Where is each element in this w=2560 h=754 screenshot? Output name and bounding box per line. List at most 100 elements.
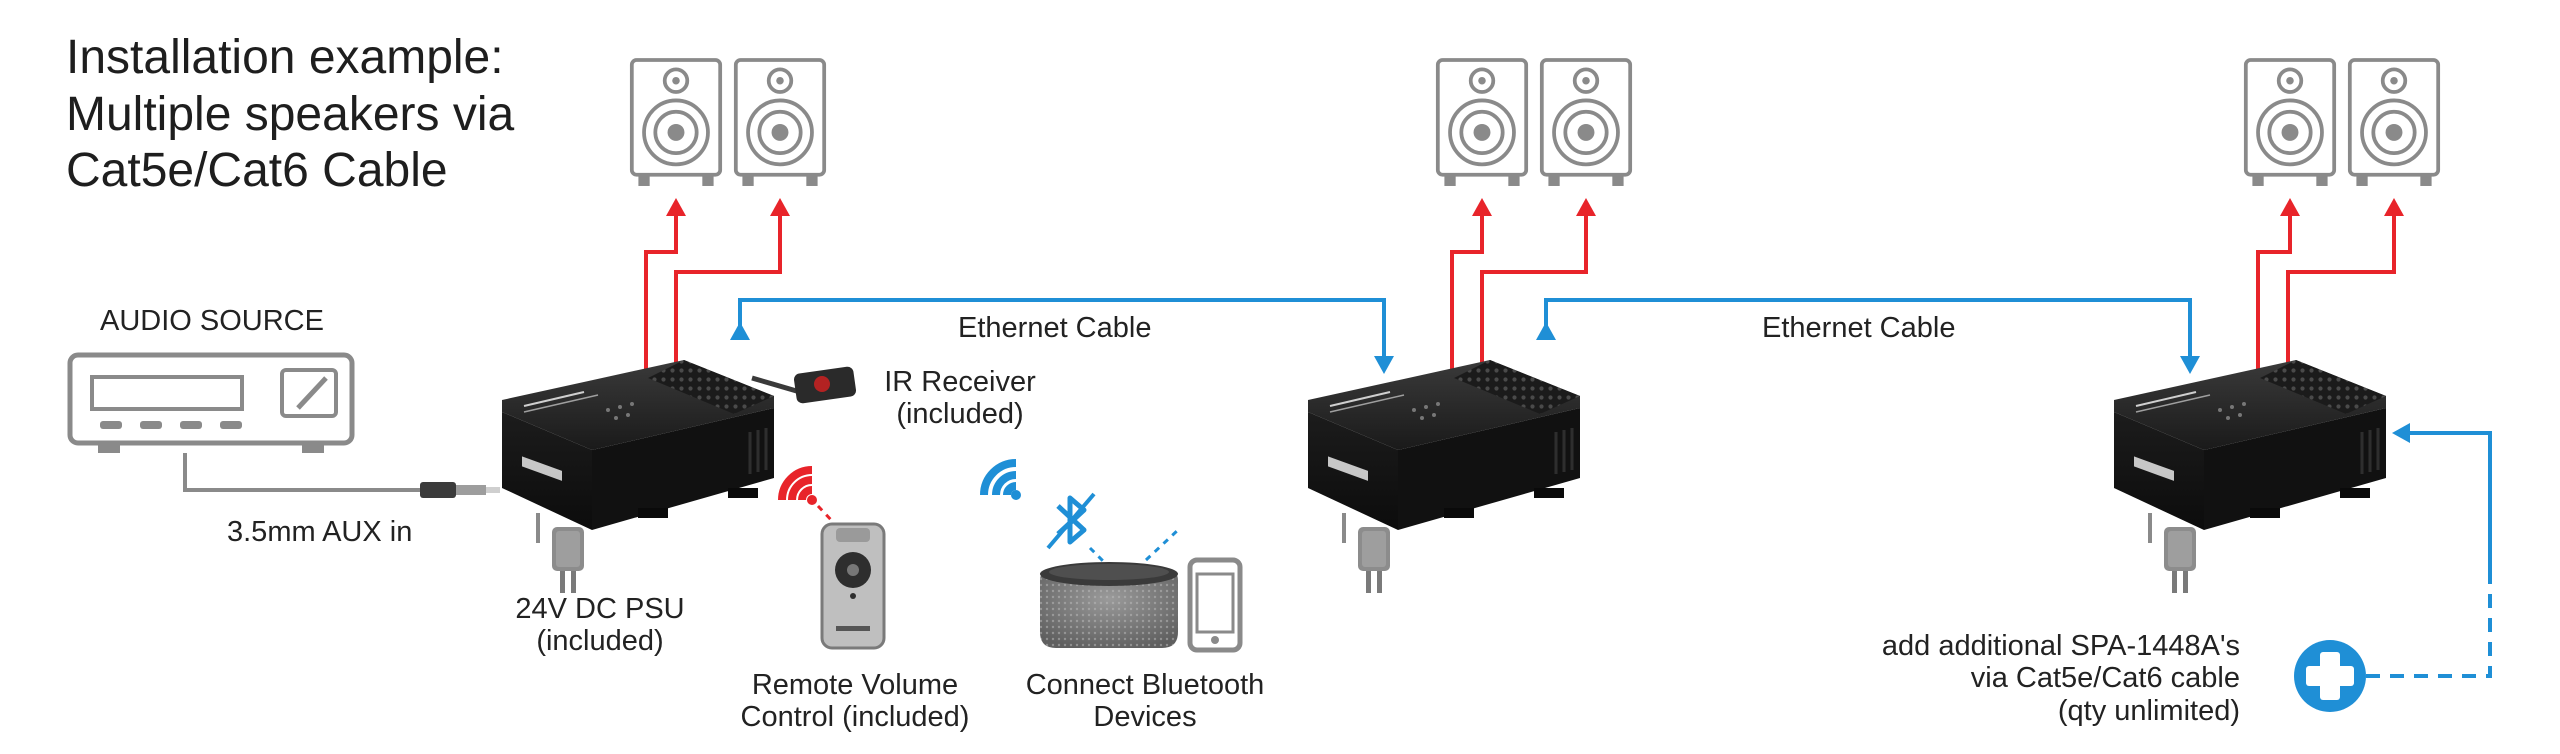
audio-source-knob [296,376,328,410]
speaker-wire [1480,210,1588,370]
remote-brand-mark [836,626,870,631]
speaker-wire [1450,210,1484,370]
wireless-dot [1011,490,1021,500]
smart-speaker-icon [1040,562,1178,648]
remote-dpad-center [847,564,859,576]
bluetooth-wireless-icon [980,459,1021,500]
audio-source-button [100,421,122,429]
power-adapter-icon [2148,513,2198,595]
audio-source-foot [302,443,324,453]
aux-plug-tip [486,487,500,493]
wireless-dot [807,495,817,505]
add-units-label: add additional SPA-1448A's via Cat5e/Cat… [1810,630,2240,727]
speaker-wire [644,210,678,370]
speaker-pair-3 [2243,58,2441,188]
speaker-wire-arrow [770,198,790,216]
speaker-pair-2 [1435,58,1633,188]
ethernet-cables [730,298,2492,678]
speaker-icon [1435,58,1529,188]
audio-source-icon [67,352,355,453]
title-line-1: Installation example: [66,31,504,84]
wireless-arc [788,476,813,501]
ir-label-line-1: IR Receiver [884,366,1036,398]
speaker-wire-arrow [666,198,686,216]
psu-label-line-1: 24V DC PSU [515,593,685,625]
remote-label-line-2: Control (included) [740,701,970,734]
wireless-arc [1003,482,1017,496]
ethernet-cable-label-2: Ethernet Cable [1762,312,1956,344]
wireless-arc [778,466,813,501]
audio-source-button [140,421,162,429]
aux-cable-line [183,453,420,492]
remote-label-line-1: Remote Volume [751,669,959,701]
bluetooth-devices-label: Connect Bluetooth Devices [1010,669,1280,734]
audio-source-button [220,421,242,429]
smart-speaker-top-inner [1049,564,1169,580]
ir-receiver-icon [751,366,857,404]
smart-speaker-fabric [1040,572,1178,648]
speaker-wire [2286,210,2396,370]
ethernet-cable-2 [1544,298,2192,356]
power-adapter-icon [536,513,586,595]
phone-body [1187,557,1243,653]
aux-plug-body [420,482,456,498]
wireless-arc [798,486,813,501]
audio-source-button [180,421,202,429]
smartphone-icon [1187,557,1243,653]
bluetooth-strike [1046,492,1096,550]
ir-label-line-2: (included) [896,398,1024,431]
ethernet-arrow-down [2180,356,2200,374]
psu-label: 24V DC PSU (included) [510,593,690,658]
speaker-wire-arrow [2384,198,2404,216]
add-label-line-2: via Cat5e/Cat6 cable [1970,662,2240,695]
amplifier-unit-2 [1306,358,1582,595]
speaker-wire-arrow [1576,198,1596,216]
speaker-wire [2256,210,2292,370]
aux-in-label: 3.5mm AUX in [227,516,413,548]
ethernet-cable-label-1: Ethernet Cable [958,312,1152,344]
amplifier-icon [2112,358,2388,532]
ethernet-arrow-up [730,322,750,340]
ethernet-arrow-left [2392,423,2410,443]
ethernet-cable-3 [2404,431,2492,570]
remote-volume-label: Remote Volume Control (included) [725,669,985,734]
plus-circle-icon [2294,640,2366,712]
audio-source-knob-box [280,368,338,418]
wireless-arc [980,459,1017,496]
audio-source-foot [98,443,120,453]
bluetooth-dash [1144,528,1180,562]
ir-receiver-label: IR Receiver (included) [875,366,1045,431]
phone-home-button [1211,636,1219,644]
speaker-icon [2347,58,2441,188]
add-label-line-1: add additional SPA-1448A's [1881,630,2240,662]
ir-receiver-eye [814,376,830,392]
audio-source-display [90,375,244,411]
amplifier-unit-3 [2112,358,2388,595]
bt-label-line-1: Connect Bluetooth [1025,669,1265,701]
wireless-arc [992,471,1017,496]
bluetooth-group [980,459,1243,653]
speaker-icon [2243,58,2337,188]
audio-source-label: AUDIO SOURCE [100,305,324,337]
speaker-wire-set-3 [2256,198,2404,370]
speaker-pair-1 [629,58,827,188]
wireless-signal-icon [778,466,817,505]
title-line-3: Cat5e/Cat6 Cable [66,144,448,198]
speaker-wire-arrow [1472,198,1492,216]
ethernet-cable-dashed [2364,570,2492,678]
diagram-artwork [67,58,2492,712]
add-label-line-3: (qty unlimited) [2057,694,2240,727]
ethernet-cable-1 [738,298,1386,356]
remote-control-icon [820,522,886,650]
speaker-wire-arrow [2280,198,2300,216]
aux-cable [183,453,500,498]
speaker-wire-set-2 [1450,198,1596,370]
bt-label-line-2: Devices [1093,701,1197,734]
amplifier-unit-1 [500,358,776,595]
psu-label-line-2: (included) [536,625,664,658]
power-adapter-icon [1342,513,1392,595]
speaker-wire-set-1 [644,198,790,370]
remote-ir-window [836,528,870,542]
ethernet-arrow-up [1536,322,1556,340]
